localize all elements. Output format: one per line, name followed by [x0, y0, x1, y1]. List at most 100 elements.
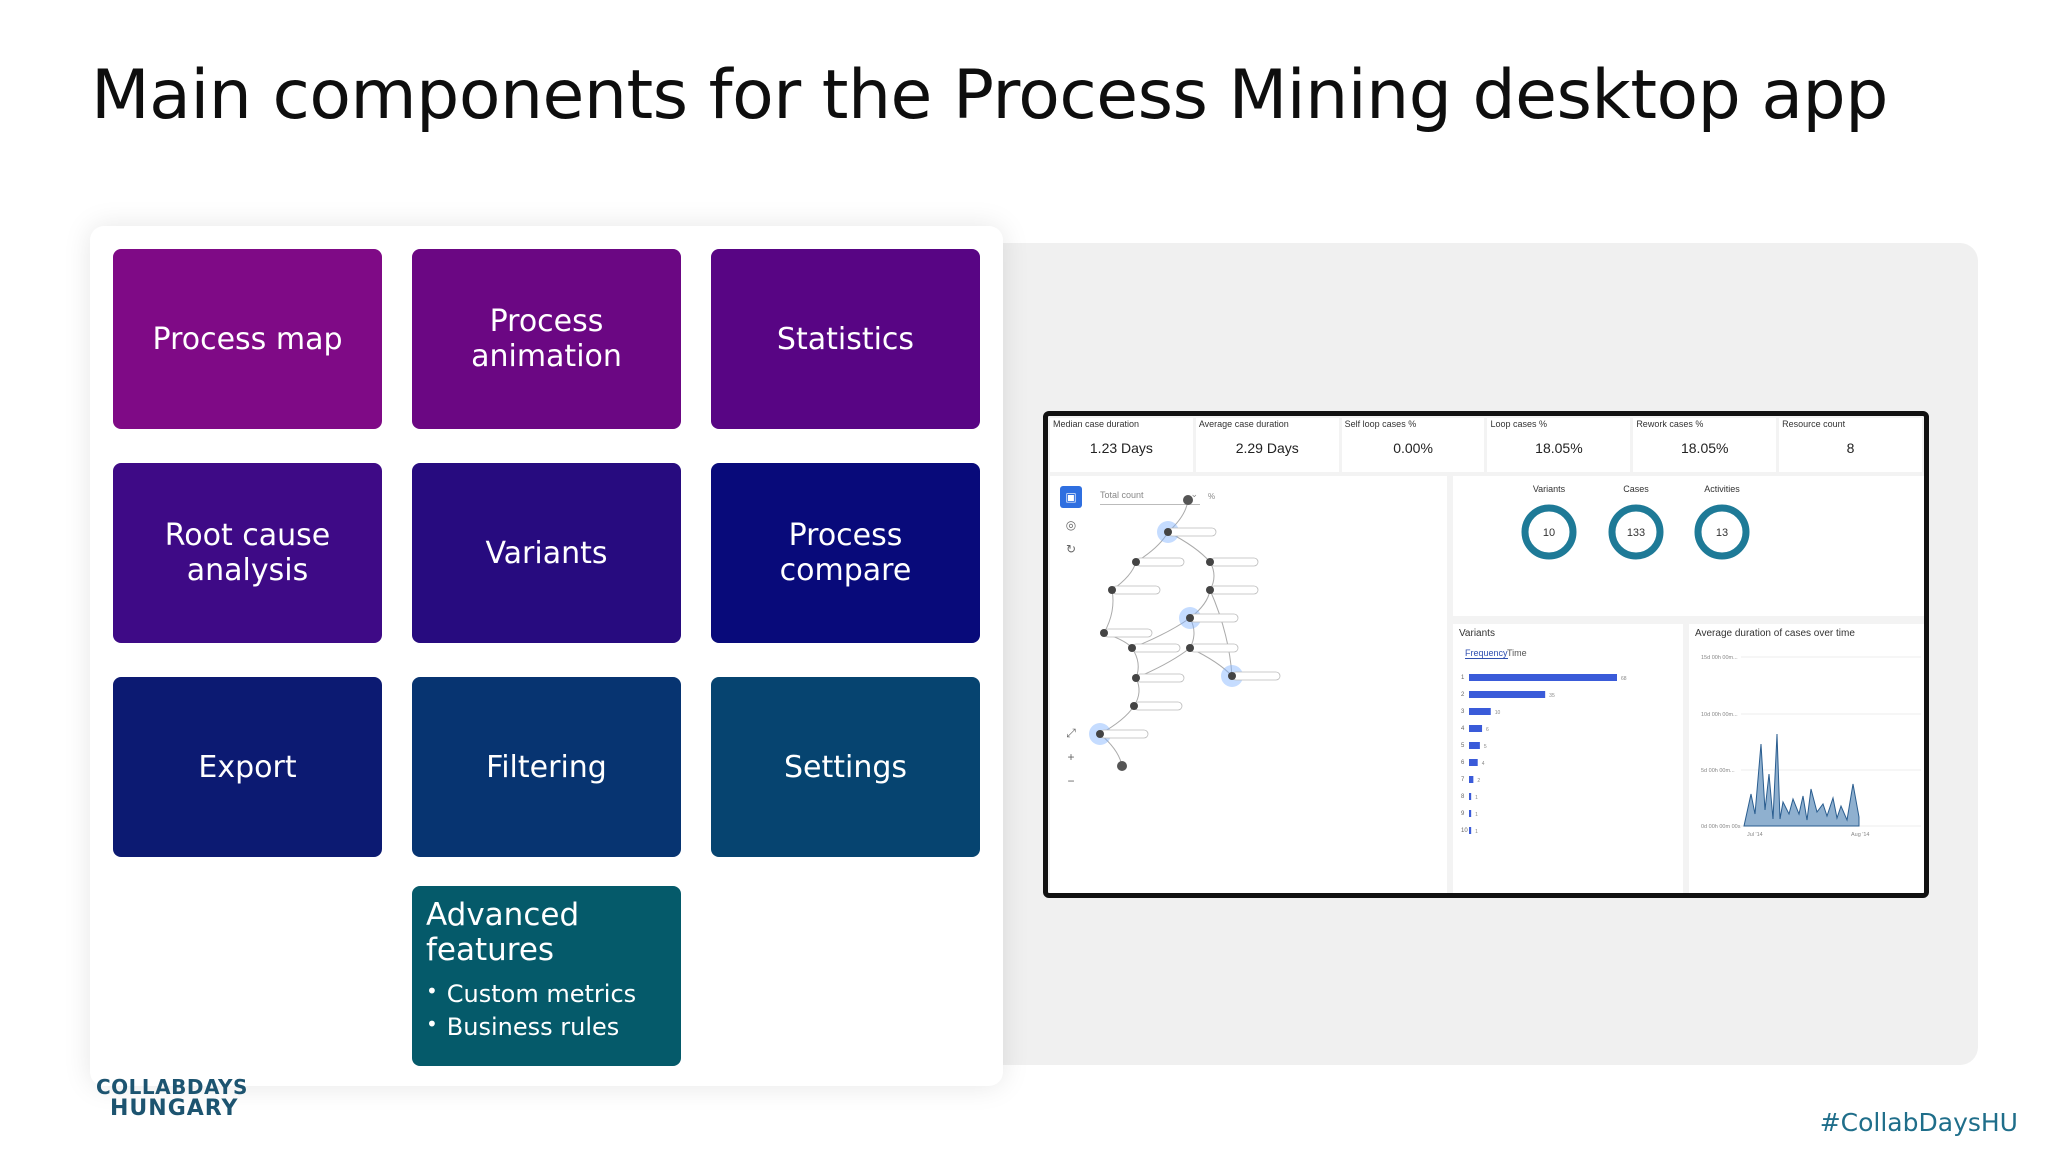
metric-select[interactable]: Total count ⌄ — [1100, 489, 1200, 505]
kpi-label: Rework cases % — [1636, 419, 1704, 429]
refresh-icon[interactable]: ↻ — [1065, 542, 1077, 556]
activity-count-badge — [1206, 586, 1214, 594]
kpi-value: 18.05% — [1535, 440, 1583, 456]
variant-bar-value: 10 — [1495, 710, 1501, 716]
kpi-label: Resource count — [1782, 419, 1846, 429]
tile-statistics[interactable]: Statistics — [711, 249, 980, 429]
start-node — [1183, 495, 1193, 505]
kpi-value: 0.00% — [1393, 440, 1433, 456]
tile-root-cause-analysis[interactable]: Root cause analysis — [113, 463, 382, 643]
variant-bar-value: 1 — [1475, 812, 1478, 818]
activity-count-badge — [1108, 586, 1116, 594]
kpi-card: Self loop cases % 0.00% — [1341, 418, 1485, 472]
activity-count-badge — [1228, 672, 1236, 680]
variant-bar-value: 2 — [1477, 778, 1480, 784]
donut-label: Cases — [1623, 484, 1649, 494]
process-map-panel: ▣ ◎ ↻ ⤢ + − Total count ⌄ % — [1050, 476, 1447, 896]
activity-count-badge — [1130, 702, 1138, 710]
kpi-card: Loop cases % 18.05% — [1487, 418, 1631, 472]
duration-y-tick: 10d 00h 00m... — [1701, 712, 1738, 718]
activity-node — [1209, 585, 1259, 595]
variant-row-label: 8 — [1461, 794, 1465, 800]
variant-bar-value: 1 — [1475, 795, 1478, 801]
logo-line-2: HUNGARY — [110, 1096, 239, 1121]
zoom-out-icon[interactable]: − — [1067, 774, 1075, 788]
variant-row-label: 3 — [1461, 709, 1465, 715]
activity-node — [1231, 671, 1281, 681]
activity-count-badge — [1096, 730, 1104, 738]
donut-ring — [1521, 504, 1577, 560]
variant-bar — [1469, 725, 1483, 732]
activity-node — [1189, 643, 1239, 653]
tile-settings[interactable]: Settings — [711, 677, 980, 857]
tile-export[interactable]: Export — [113, 677, 382, 857]
donut-ring — [1694, 504, 1750, 560]
activity-node — [1209, 557, 1259, 567]
donut-ring — [1608, 504, 1664, 560]
zoom-in-icon[interactable]: + — [1067, 750, 1075, 764]
tile-variants[interactable]: Variants — [412, 463, 681, 643]
kpi-label: Self loop cases % — [1344, 419, 1417, 429]
tile-filtering[interactable]: Filtering — [412, 677, 681, 857]
kpi-value: 1.23 Days — [1089, 440, 1153, 456]
advanced-features-title: Advanced features — [426, 897, 580, 968]
process-edge — [1103, 589, 1114, 634]
process-edge — [1135, 647, 1191, 679]
variant-bar-value: 35 — [1549, 693, 1555, 699]
palette-icon[interactable]: ◎ — [1065, 518, 1077, 532]
fit-screen-icon[interactable]: ⤢ — [1066, 725, 1076, 740]
advanced-feature-item: Business rules — [426, 1011, 667, 1044]
tile-process-animation[interactable]: Process animation — [412, 249, 681, 429]
variant-bar — [1469, 793, 1472, 800]
activity-count-badge — [1186, 644, 1194, 652]
variant-bar — [1469, 776, 1474, 783]
kpi-card: Resource count 8 — [1779, 418, 1922, 472]
donut-label: Activities — [1704, 484, 1740, 494]
tile-process-map[interactable]: Process map — [113, 249, 382, 429]
variant-row-label: 4 — [1461, 726, 1465, 732]
advanced-features-tile[interactable]: Advanced features Custom metrics Busines… — [412, 886, 681, 1066]
variant-bar — [1469, 674, 1617, 681]
activity-node — [1103, 628, 1153, 638]
duration-area — [1743, 733, 1860, 827]
duration-y-tick: 5d 00h 00m... — [1701, 768, 1735, 774]
chevron-down-icon: ⌄ — [1190, 489, 1198, 499]
variant-bar — [1469, 810, 1472, 817]
tab-frequency[interactable]: Frequency — [1465, 648, 1508, 659]
process-map-view-icon[interactable]: ▣ — [1060, 486, 1082, 508]
variant-bar-value: 68 — [1621, 676, 1627, 682]
percent-toggle[interactable]: % — [1208, 492, 1216, 501]
logo-line-1: COLLABDAYS — [96, 1075, 248, 1099]
advanced-features-list: Custom metrics Business rules — [426, 978, 667, 1044]
variant-bar-value: 4 — [1482, 761, 1485, 767]
duration-chart-title: Average duration of cases over time — [1695, 628, 1855, 639]
variant-row-label: 9 — [1461, 811, 1465, 817]
tile-process-compare[interactable]: Process compare — [711, 463, 980, 643]
variant-bar-value: 5 — [1484, 744, 1487, 750]
variant-bar-value: 1 — [1475, 829, 1478, 835]
activity-node — [1135, 673, 1185, 683]
activity-node — [1131, 643, 1181, 653]
variant-bar — [1469, 742, 1480, 749]
process-map-graph[interactable] — [1050, 476, 1447, 896]
activity-count-badge — [1100, 629, 1108, 637]
tab-time[interactable]: Time — [1507, 648, 1527, 658]
donut-value: 13 — [1716, 527, 1728, 539]
variant-bar — [1469, 759, 1478, 766]
activity-node — [1099, 729, 1149, 739]
kpi-label: Loop cases % — [1490, 419, 1548, 429]
variant-row-label: 7 — [1461, 777, 1465, 783]
kpi-value: 8 — [1846, 440, 1855, 456]
donut-label: Variants — [1532, 484, 1566, 494]
duration-x-tick: Aug '14 — [1851, 832, 1869, 838]
variant-bar — [1469, 827, 1472, 834]
variant-row-label: 2 — [1461, 692, 1465, 698]
